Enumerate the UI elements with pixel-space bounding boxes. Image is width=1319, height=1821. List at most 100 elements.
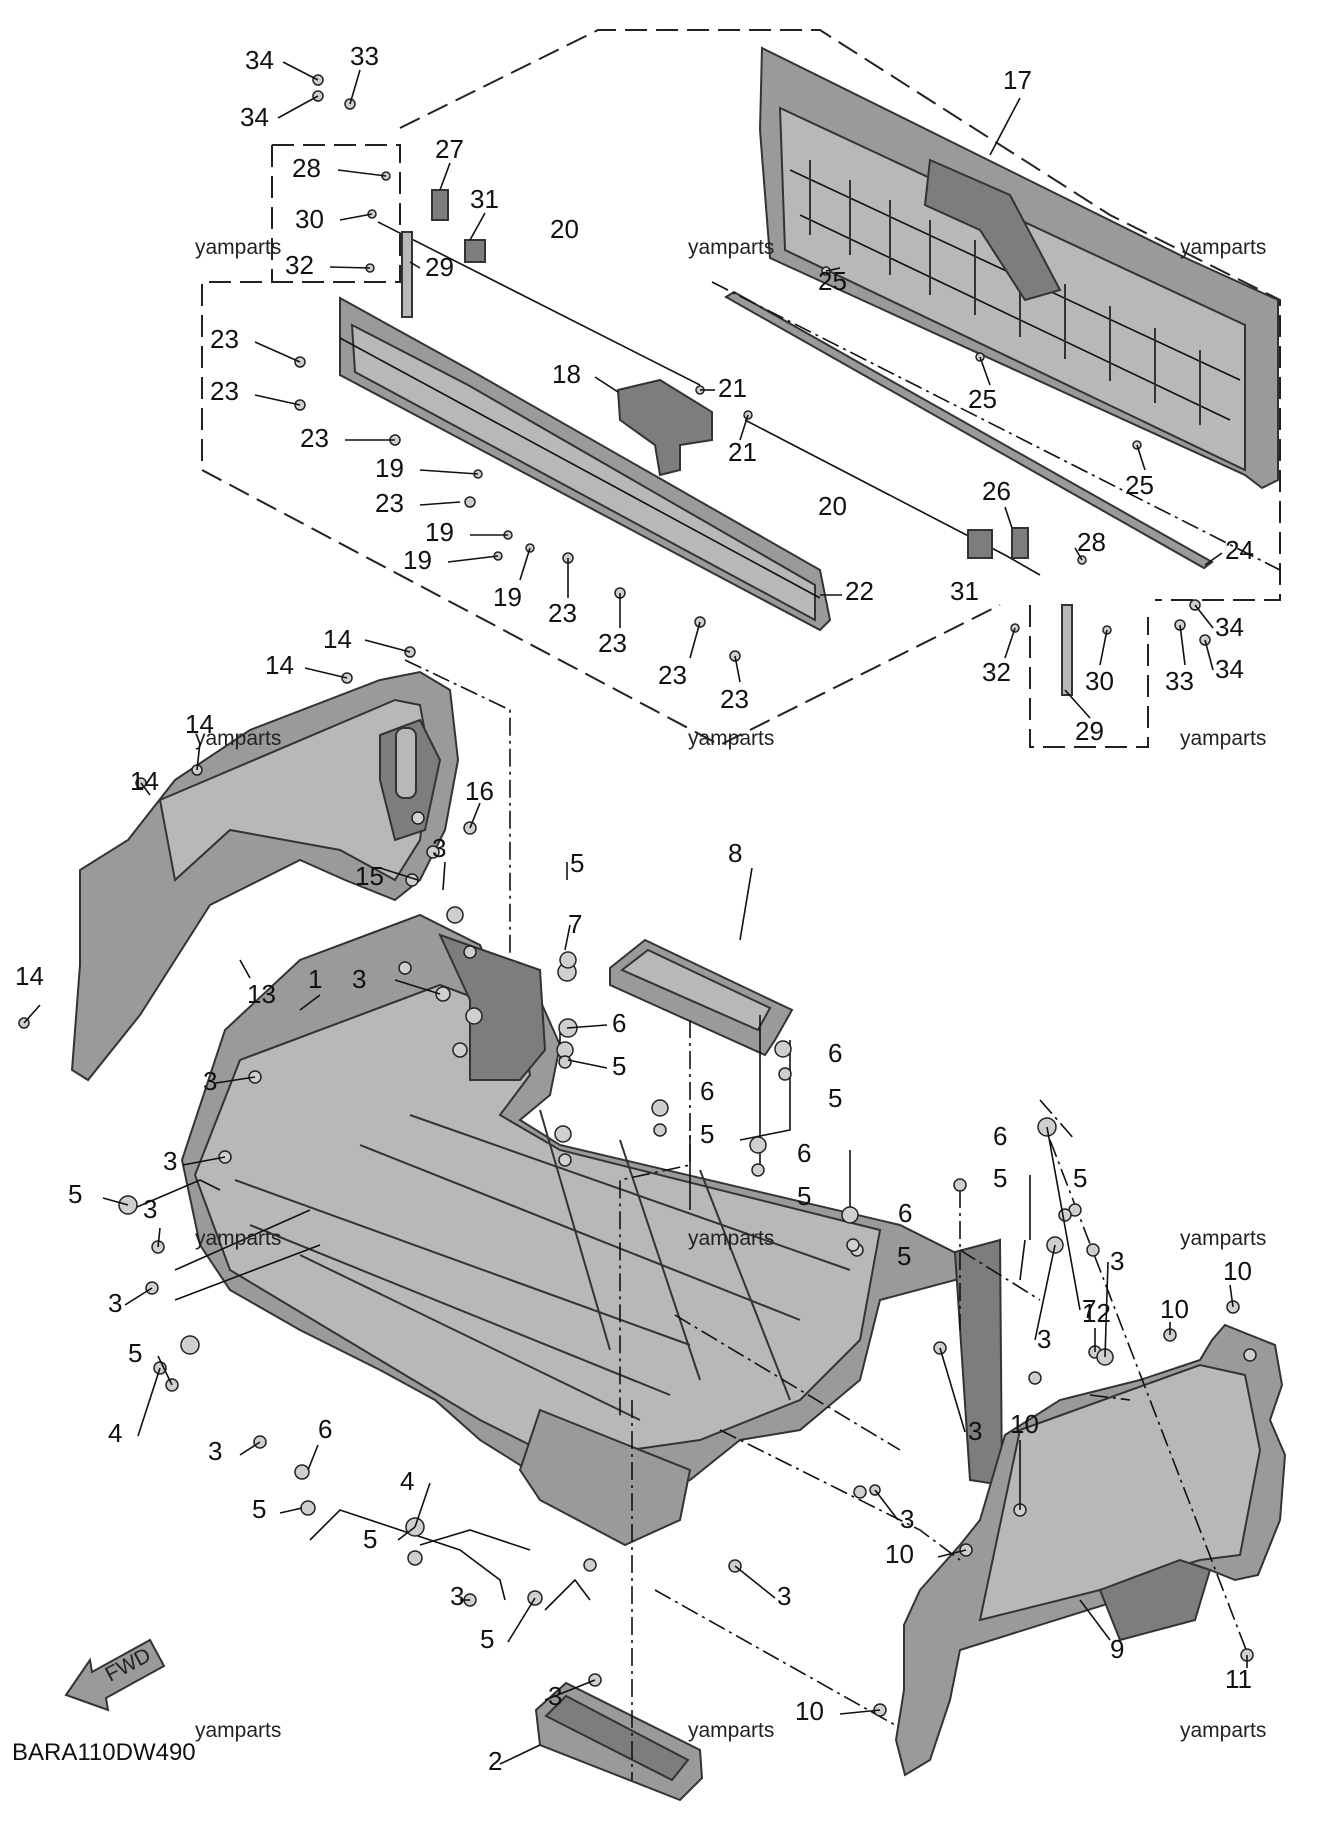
- callout-17: 17: [1003, 65, 1032, 95]
- callout-33: 33: [350, 41, 379, 71]
- callout-5: 5: [570, 848, 584, 878]
- callout-23: 23: [548, 598, 577, 628]
- tailgate-group-outline: [201, 29, 1281, 748]
- callout-10: 10: [1160, 1294, 1189, 1324]
- callout-25: 25: [968, 384, 997, 414]
- tailgate-seal-strip: [724, 290, 1214, 570]
- callout-34: 34: [1215, 612, 1244, 642]
- callout-3: 3: [900, 1504, 914, 1534]
- watermark-text: yamparts: [195, 236, 281, 259]
- tailgate-panel: [758, 46, 1279, 490]
- callout-1: 1: [308, 964, 322, 994]
- callout-14: 14: [185, 709, 214, 739]
- callout-3: 3: [1037, 1324, 1051, 1354]
- watermark-text: yamparts: [1180, 727, 1266, 750]
- callout-23: 23: [720, 684, 749, 714]
- tailgate-cables: [377, 221, 1041, 576]
- callout-20: 20: [550, 214, 579, 244]
- callout-31: 31: [950, 576, 979, 606]
- callout-3: 3: [777, 1581, 791, 1611]
- callout-34: 34: [1215, 654, 1244, 684]
- callout-14: 14: [130, 766, 159, 796]
- callout-20: 20: [818, 491, 847, 521]
- callout-3: 3: [450, 1581, 464, 1611]
- callout-10: 10: [1010, 1409, 1039, 1439]
- callout-5: 5: [480, 1624, 494, 1654]
- callout-32: 32: [982, 657, 1011, 687]
- callout-21: 21: [718, 373, 747, 403]
- callout-10: 10: [1223, 1256, 1252, 1286]
- diagram-code: BARA110DW490: [12, 1739, 196, 1766]
- callout-26: 26: [982, 476, 1011, 506]
- callout-4: 4: [108, 1418, 122, 1448]
- callout-3: 3: [968, 1416, 982, 1446]
- callout-15: 15: [355, 861, 384, 891]
- callout-34: 34: [245, 45, 274, 75]
- callout-leaders: [23, 61, 1248, 1765]
- leader-lines: [129, 659, 1251, 1780]
- watermark-text: yamparts: [1180, 236, 1266, 259]
- callout-5: 5: [363, 1524, 377, 1554]
- under-bed-tray: [534, 1681, 704, 1802]
- callout-3: 3: [1110, 1246, 1124, 1276]
- watermark-text: yamparts: [688, 727, 774, 750]
- callout-10: 10: [795, 1696, 824, 1726]
- callout-5: 5: [993, 1163, 1007, 1193]
- callout-23: 23: [210, 376, 239, 406]
- callout-19: 19: [403, 545, 432, 575]
- callout-6: 6: [797, 1138, 811, 1168]
- latch-handle-bracket: [616, 378, 713, 477]
- right-bed-side-panel: [894, 1323, 1287, 1777]
- callout-6: 6: [828, 1038, 842, 1068]
- left-bed-side-panel: [70, 670, 460, 1082]
- cargo-bed: [180, 913, 1004, 1547]
- callout-7: 7: [1082, 1294, 1096, 1324]
- callout-9: 9: [1110, 1634, 1124, 1664]
- callout-5: 5: [700, 1119, 714, 1149]
- callout-23: 23: [210, 324, 239, 354]
- callout-3: 3: [163, 1146, 177, 1176]
- callout-34: 34: [240, 102, 269, 132]
- callout-16: 16: [465, 776, 494, 806]
- watermark-text: yamparts: [195, 1227, 281, 1250]
- callout-23: 23: [598, 628, 627, 658]
- callout-29: 29: [1075, 716, 1104, 746]
- callout-32: 32: [285, 250, 314, 280]
- fwd-arrow: FWD: [64, 1638, 166, 1712]
- callout-6: 6: [700, 1076, 714, 1106]
- callout-6: 6: [612, 1008, 626, 1038]
- callout-30: 30: [295, 204, 324, 234]
- callout-5: 5: [128, 1338, 142, 1368]
- callout-5: 5: [68, 1179, 82, 1209]
- callout-24: 24: [1225, 535, 1254, 565]
- callout-3: 3: [203, 1066, 217, 1096]
- watermark-text: yamparts: [688, 236, 774, 259]
- callout-5: 5: [897, 1241, 911, 1271]
- hinge-hardware-left: [312, 74, 486, 318]
- callout-23: 23: [300, 423, 329, 453]
- callout-3: 3: [352, 964, 366, 994]
- callout-13: 13: [247, 979, 276, 1009]
- callout-6: 6: [898, 1198, 912, 1228]
- callout-14: 14: [323, 624, 352, 654]
- callout-5: 5: [1073, 1163, 1087, 1193]
- callout-31: 31: [470, 184, 499, 214]
- watermark-text: yamparts: [688, 1719, 774, 1742]
- bed-cover-plate: [609, 938, 794, 1057]
- watermarks: yamparts yamparts yamparts yamparts yamp…: [195, 236, 1266, 1742]
- hinge-hardware-right: [967, 527, 1211, 696]
- callout-28: 28: [292, 153, 321, 183]
- callout-23: 23: [658, 660, 687, 690]
- watermark-text: yamparts: [1180, 1227, 1266, 1250]
- callout-25: 25: [1125, 470, 1154, 500]
- callout-3: 3: [143, 1194, 157, 1224]
- callout-3: 3: [432, 833, 446, 863]
- callout-8: 8: [728, 838, 742, 868]
- watermark-text: yamparts: [195, 1719, 281, 1742]
- callout-11: 11: [1225, 1664, 1252, 1694]
- callout-21: 21: [728, 437, 757, 467]
- callout-6: 6: [993, 1121, 1007, 1151]
- callout-4: 4: [400, 1466, 414, 1496]
- callout-19: 19: [375, 453, 404, 483]
